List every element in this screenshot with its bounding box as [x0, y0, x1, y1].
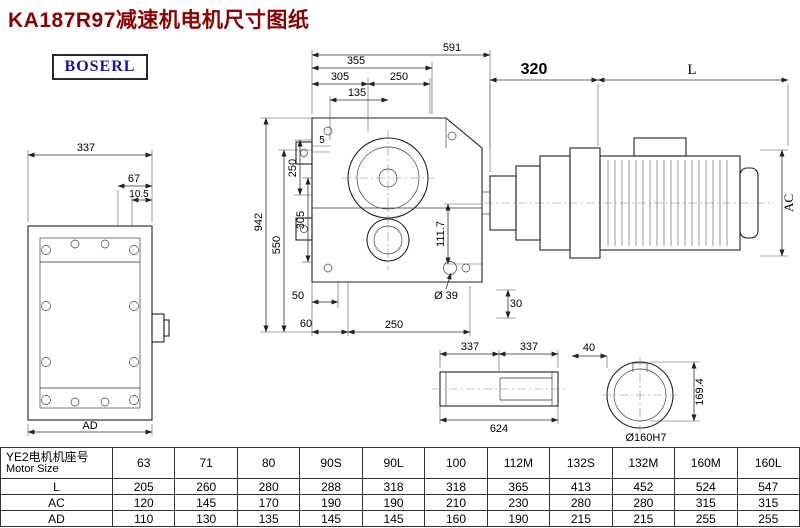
dim-5: 5: [319, 135, 325, 146]
motor-size-column-header: 90L: [361, 447, 426, 479]
dim-value-cell: 215: [549, 510, 613, 527]
dim-30: 30: [510, 298, 522, 310]
logo-text: BOSERL: [64, 58, 136, 75]
dim-250-left: 250: [287, 159, 299, 177]
dim-value-cell: 318: [361, 478, 426, 495]
motor-size-column-header: 132S: [549, 447, 613, 479]
dim-111-7: 111.7: [435, 221, 447, 247]
dim-value-cell: 145: [174, 494, 238, 511]
gearbox-side-view: 337 67 10.5 AD: [27, 142, 170, 436]
dim-337-side: 337: [77, 142, 95, 154]
motor-size-column-header: 160L: [736, 447, 800, 479]
motor-size-column-header: 90S: [299, 447, 363, 479]
bore-section-view: 40 169.4 Ø160H7: [571, 342, 706, 444]
dim-l: L: [687, 62, 696, 78]
dim-value-cell: 210: [424, 494, 488, 511]
dim-value-cell: 110: [111, 510, 176, 527]
dim-67: 67: [128, 173, 140, 185]
dim-337-shaft-left: 337: [461, 341, 479, 353]
dim-ac: AC: [781, 194, 796, 212]
dim-row-label: AC: [0, 494, 113, 511]
dim-value-cell: 205: [111, 478, 176, 495]
dim-value-cell: 145: [361, 510, 426, 527]
dim-337-shaft-right: 337: [520, 341, 538, 353]
dim-value-cell: 135: [236, 510, 301, 527]
technical-drawing: 337 67 10.5 AD: [27, 42, 796, 444]
boserl-logo-box: BOSERL: [52, 54, 148, 80]
dim-value-cell: 190: [361, 494, 426, 511]
dim-305-left: 305: [295, 211, 307, 229]
dim-591: 591: [443, 42, 461, 54]
dim-value-cell: 318: [424, 478, 488, 495]
motor-size-column-header: 71: [174, 447, 238, 479]
dim-value-cell: 547: [736, 478, 800, 495]
output-shaft-view: 337 337 624: [432, 341, 566, 435]
dim-value-cell: 280: [236, 478, 301, 495]
dim-value-cell: 365: [486, 478, 551, 495]
dim-value-cell: 215: [611, 510, 676, 527]
dim-value-cell: 280: [611, 494, 676, 511]
dim-value-cell: 413: [549, 478, 613, 495]
dim-40: 40: [583, 342, 595, 354]
gearbox-front-view: 591 355 305 250 135 5 250 305 550 942 11…: [253, 42, 522, 336]
dim-value-cell: 190: [486, 510, 551, 527]
dim-row-label: AD: [0, 510, 113, 527]
dim-50: 50: [292, 290, 304, 302]
dim-250-top: 250: [390, 71, 408, 83]
dim-value-cell: 145: [299, 510, 363, 527]
motor-size-column-header: 63: [111, 447, 176, 479]
dim-value-cell: 315: [674, 494, 738, 511]
dim-305-top: 305: [331, 71, 349, 83]
dim-value-cell: 288: [299, 478, 363, 495]
dim-value-cell: 170: [236, 494, 301, 511]
dim-value-cell: 230: [486, 494, 551, 511]
dim-value-cell: 315: [736, 494, 800, 511]
dim-value-cell: 280: [549, 494, 613, 511]
dim-135: 135: [348, 87, 366, 99]
dim-row-label: L: [0, 478, 113, 495]
dim-value-cell: 130: [174, 510, 238, 527]
dim-value-cell: 190: [299, 494, 363, 511]
dim-value-cell: 160: [424, 510, 488, 527]
dim-60: 60: [300, 318, 312, 330]
dim-value-cell: 524: [674, 478, 738, 495]
dim-169-4: 169.4: [694, 378, 706, 406]
dim-624: 624: [490, 423, 508, 435]
page-title: KA187R97减速机电机尺寸图纸: [8, 9, 310, 32]
motor-size-column-header: 132M: [611, 447, 676, 479]
dim-550: 550: [271, 236, 283, 254]
dim-250-bottom: 250: [385, 319, 403, 331]
dim-value-cell: 260: [174, 478, 238, 495]
motor-view: 320 L AC: [481, 61, 796, 259]
dim-value-cell: 120: [111, 494, 176, 511]
dim-355: 355: [347, 55, 365, 67]
motor-size-column-header: 160M: [674, 447, 738, 479]
dim-ad: AD: [82, 420, 97, 432]
dim-10-5: 10.5: [129, 189, 149, 200]
dim-diameter-39: Ø 39: [434, 290, 458, 302]
dim-value-cell: 255: [736, 510, 800, 527]
dim-320: 320: [521, 61, 548, 78]
dim-value-cell: 452: [611, 478, 676, 495]
dim-942: 942: [253, 213, 265, 231]
motor-size-column-header: 100: [424, 447, 488, 479]
motor-size-column-header: 112M: [486, 447, 551, 479]
motor-size-column-header: 80: [236, 447, 301, 479]
dim-diameter-160h7: Ø160H7: [626, 432, 667, 444]
dim-value-cell: 255: [674, 510, 738, 527]
